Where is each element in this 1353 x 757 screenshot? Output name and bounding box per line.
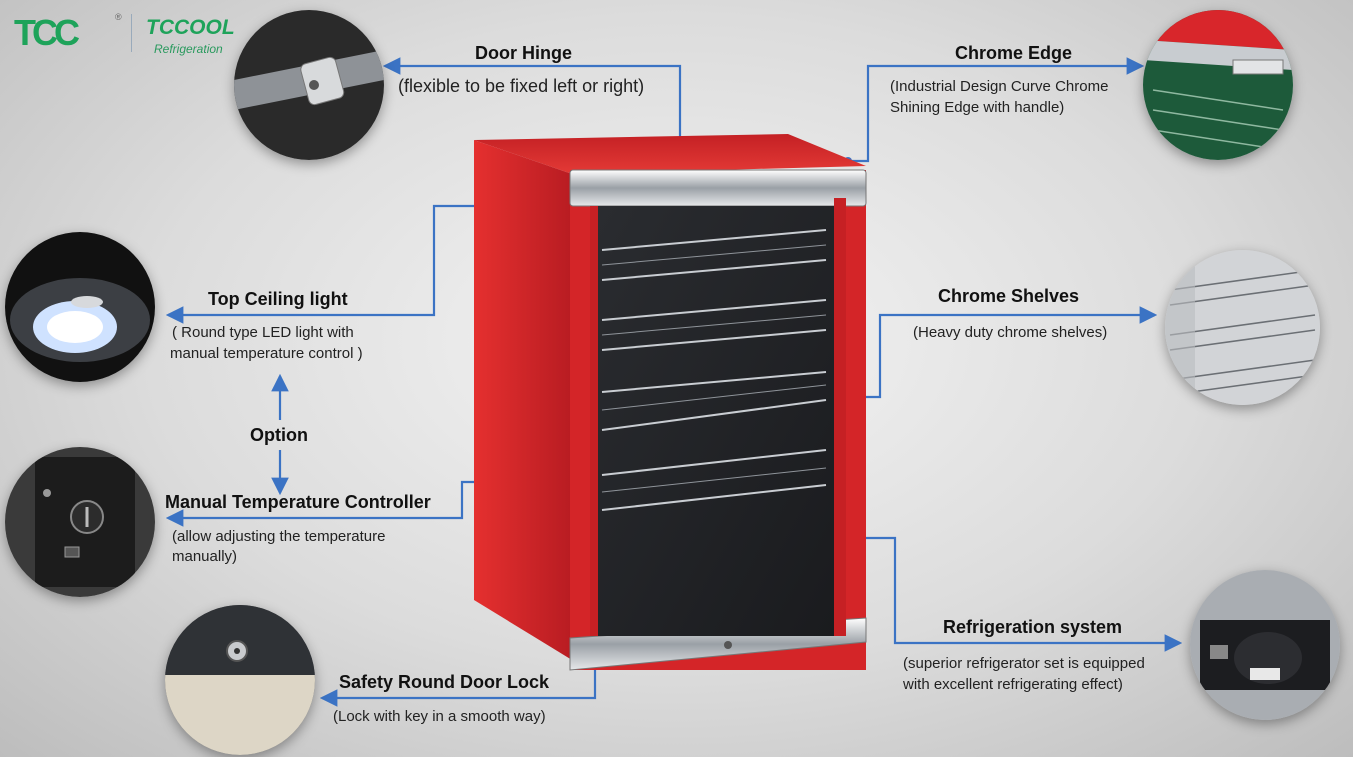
temp-controller-desc-2: manually) — [172, 548, 238, 565]
chrome-shelves-desc: (Heavy duty chrome shelves) — [913, 324, 1108, 341]
fridge-illustration — [474, 134, 867, 671]
refrigeration-desc-1: (superior refrigerator set is equipped — [903, 655, 1145, 672]
chrome-edge-title: Chrome Edge — [955, 43, 1073, 63]
top-light-desc-2: manual temperature control ) — [170, 345, 363, 362]
brand-name: TCCOOL — [146, 16, 235, 39]
chrome-edge-photo — [1143, 10, 1293, 160]
brand-tagline: Refrigeration — [154, 42, 223, 56]
chrome-edge-desc-1: (Industrial Design Curve Chrome — [890, 78, 1109, 95]
door-lock-title: Safety Round Door Lock — [339, 672, 550, 692]
door-lock-desc: (Lock with key in a smooth way) — [333, 708, 546, 725]
door-hinge-photo — [234, 10, 384, 160]
brand-mark: TCC — [14, 12, 80, 53]
refrigeration-title: Refrigeration system — [943, 617, 1123, 637]
chrome-shelves-title: Chrome Shelves — [938, 286, 1080, 306]
refrigeration-photo — [1190, 570, 1340, 720]
top-light-photo — [5, 232, 155, 382]
temp-controller-desc-1: (allow adjusting the temperature — [172, 528, 386, 545]
temp-controller-title: Manual Temperature Controller — [165, 492, 431, 512]
registered-mark: ® — [115, 12, 122, 22]
brand-logo: TCC ® TCCOOL Refrigeration — [14, 10, 235, 58]
door-hinge-desc: (flexible to be fixed left or right) — [398, 76, 645, 96]
chrome-edge-desc-2: Shining Edge with handle) — [890, 99, 1065, 116]
door-hinge-title: Door Hinge — [475, 43, 572, 63]
door-lock-photo — [165, 605, 315, 755]
top-light-desc-1: ( Round type LED light with — [172, 324, 354, 341]
logo-divider — [131, 14, 132, 52]
option-label: Option — [250, 425, 308, 445]
refrigeration-desc-2: with excellent refrigerating effect) — [903, 676, 1123, 693]
temp-controller-photo — [5, 447, 155, 597]
chrome-shelves-photo — [1165, 250, 1320, 405]
top-light-title: Top Ceiling light — [208, 289, 348, 309]
